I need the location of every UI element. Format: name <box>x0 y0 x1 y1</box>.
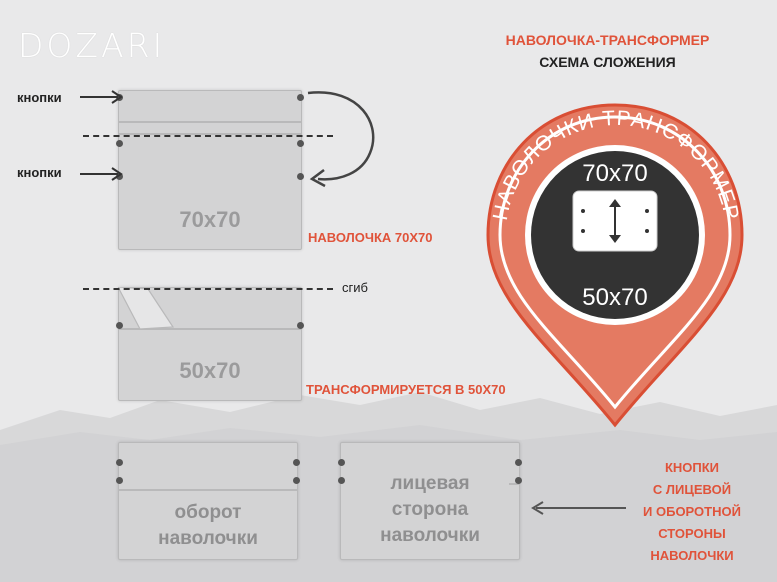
size-label-50: 50x70 <box>179 358 241 383</box>
snap-dot <box>297 173 304 180</box>
fold-arrow-icon <box>307 91 375 188</box>
snap-dot <box>116 173 123 180</box>
fold-line <box>83 135 333 137</box>
pillow-back-side: оборот наволочки <box>116 442 300 560</box>
caption-pillow-70: НАВОЛОЧКА 70X70 <box>308 230 433 245</box>
front-label: лицевая сторона наволочки <box>380 473 480 546</box>
label-knopki-top: кнопки <box>17 90 62 105</box>
badge-top-size: 70x70 <box>582 160 647 187</box>
snap-dot <box>297 140 304 147</box>
snap-dot <box>293 459 300 466</box>
snap-dot <box>515 477 522 484</box>
snap-dot <box>338 477 345 484</box>
snap-dot <box>116 140 123 147</box>
badge-bottom-size: 50x70 <box>582 284 647 311</box>
snap-dot <box>297 94 304 101</box>
label-knopki-mid: кнопки <box>17 165 62 180</box>
arrow-left-icon <box>531 501 626 515</box>
pillow-50x70: 50x70 <box>116 287 304 401</box>
snaps-note: КНОПКИ С ЛИЦЕВОЙ И ОБОРОТНОЙ СТОРОНЫ НАВ… <box>643 460 741 563</box>
caption-transform: ТРАНСФОРМИРУЕТСЯ В 50X70 <box>306 382 506 397</box>
back-label: оборот наволочки <box>158 502 258 549</box>
snap-dot <box>116 477 123 484</box>
snap-dot <box>338 459 345 466</box>
pillow-70x70: 70x70 <box>116 90 304 250</box>
snap-dot <box>515 459 522 466</box>
snap-dot <box>116 322 123 329</box>
brand-logo: DOZARI <box>18 26 166 65</box>
size-label-70: 70x70 <box>179 207 241 232</box>
arrow-icon <box>80 90 123 181</box>
transformer-badge: НАВОЛОЧКИ ТРАНСФОРМЕР 70x70 50x70 <box>486 103 744 428</box>
page-title: НАВОЛОЧКА-ТРАНСФОРМЕР <box>505 32 710 48</box>
folded-corner-icon <box>118 287 175 330</box>
snap-dot <box>116 459 123 466</box>
snap-dot <box>297 322 304 329</box>
page-subtitle: СХЕМА СЛОЖЕНИЯ <box>539 54 676 70</box>
pillow-front-side: лицевая сторона наволочки <box>338 442 522 560</box>
label-sgib: сгиб <box>342 280 368 295</box>
snap-dot <box>293 477 300 484</box>
fold-line-sgib <box>83 288 333 290</box>
